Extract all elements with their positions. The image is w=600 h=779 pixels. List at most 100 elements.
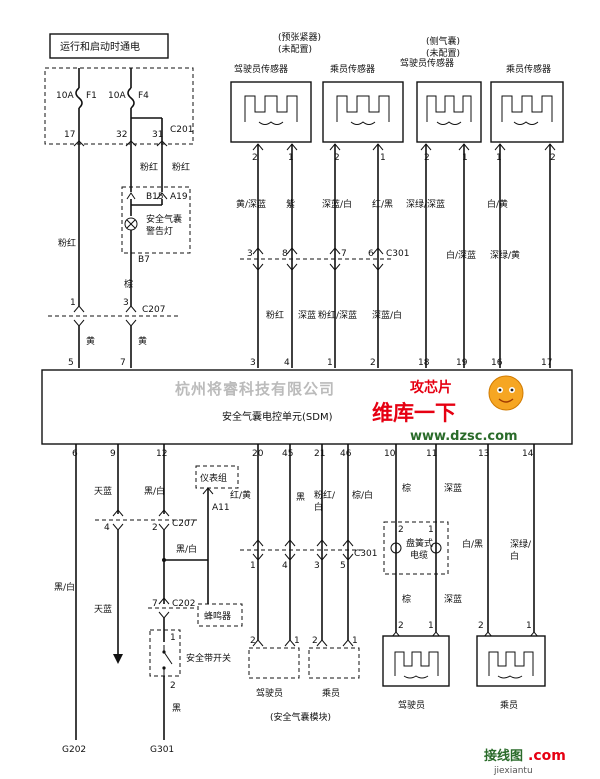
c301-pin-8: 8 (282, 249, 288, 259)
seatbelt-switch-icon (163, 645, 173, 676)
bottom-left-section: 6 9 12 黑/白 G202 天蓝 黑/白 4 2 C207 天蓝 黑/白 仪… (54, 444, 251, 755)
wire-deepgreen-deepblue: 深绿/深蓝 (406, 198, 445, 210)
sdm-pin-7: 7 (120, 358, 126, 368)
footer-logo-text: 接线图 (484, 748, 523, 764)
driver-airbag-label: 驾驶员 (398, 699, 425, 711)
sdm-pin-4: 4 (284, 358, 290, 368)
fuse-f4-amp: 10A (108, 91, 126, 101)
connector-c301-top: C301 (386, 249, 409, 259)
airbag-module-group-label: (安全气囊模块) (270, 711, 331, 723)
wire-brown-white: 棕/白 (352, 489, 373, 501)
passenger-airbag-icon (476, 635, 546, 687)
power-label: 运行和启动时通电 (60, 40, 140, 53)
module-passenger-label: 乘员 (322, 687, 340, 699)
c301-bottom-pin-3: 3 (314, 561, 320, 571)
sdm-pin-16: 16 (491, 358, 503, 368)
pin-17: 17 (64, 130, 75, 140)
driver-airbag-pin-2: 2 (398, 621, 404, 631)
fuse-block (44, 67, 194, 145)
sensor-box-1 (230, 81, 312, 143)
sdm-pin-18: 18 (418, 358, 430, 368)
sensor-section: (预张紧器) (未配置) (侧气囊) (未配置) 驾驶员传感器 乘员传感器 驾驶… (230, 32, 564, 368)
c202-pin-7: 7 (152, 599, 158, 609)
logo-small-text: 攻芯片 (410, 379, 452, 396)
c301-bottom-pin-4: 4 (282, 561, 288, 571)
wire-black-white-left: 黑/白 (54, 581, 75, 593)
c301-bottom-pin-5: 5 (340, 561, 346, 571)
sdm-pin-17: 17 (541, 358, 552, 368)
sdm-pin-14: 14 (522, 449, 534, 459)
wire-pink-deepblue: 粉红/深蓝 (318, 309, 357, 321)
wire-pink-b: 粉红 (140, 161, 158, 173)
driver-airbag-icon (382, 635, 450, 687)
fuse-f4-name: F4 (138, 91, 149, 101)
sdm-pin-3: 3 (250, 358, 256, 368)
s4-pin-2: 2 (550, 153, 556, 163)
wire-deepblue-lower: 深蓝 (298, 309, 316, 321)
sdm-pin-46: 46 (340, 449, 352, 459)
pretensioner-label-1: (预张紧器) (278, 32, 321, 43)
s4-pin-1: 1 (496, 153, 502, 163)
module-driver-label: 驾驶员 (256, 687, 283, 699)
wire-pink-a: 粉红 (58, 237, 76, 249)
connector-c207-top: C207 (142, 305, 165, 315)
switch-pin-2: 2 (170, 681, 176, 691)
wire-deepgreen-white-2: 白 (510, 550, 519, 562)
watermark-company: 杭州将睿科技有限公司 (175, 380, 335, 398)
c207-pin-2: 2 (152, 523, 158, 533)
pretensioner-label-2: (未配置) (278, 43, 312, 55)
logo-main-text: 维库一下 (372, 401, 456, 425)
c301-pin-6: 6 (368, 249, 374, 259)
buzzer-label: 蜂鸣器 (204, 610, 231, 622)
sdm-pin-19: 19 (456, 358, 468, 368)
switch-pin-1: 1 (170, 633, 176, 643)
sdm-pin-12: 12 (156, 449, 167, 459)
sdm-pin-2: 2 (370, 358, 376, 368)
airbag-warning-lamp-box (121, 186, 191, 254)
sdm-pin-5: 5 (68, 358, 74, 368)
side-airbag-label-2: (未配置) (426, 47, 460, 59)
pin-32: 32 (116, 130, 127, 140)
wire-black-white: 黑/白 (144, 485, 165, 497)
clockspring-section: 10 11 13 14 棕 深蓝 白/黑 深绿/ 白 2 1 盘簧式 电缆 棕 … (382, 444, 546, 711)
wire-deepblue-right-lower: 深蓝 (444, 593, 462, 605)
logo-url: www.dzsc.com (410, 429, 518, 444)
footer-watermark: 接线图 .com jiexiantu (484, 748, 566, 776)
passenger-airbag-pin-1: 1 (526, 621, 532, 631)
wire-white-yellow: 白/黄 (487, 198, 508, 210)
s2-pin-1: 1 (380, 153, 386, 163)
s2-pin-2: 2 (334, 153, 340, 163)
clockspring-cable-box (383, 521, 449, 575)
wire-white-deepblue: 白/深蓝 (446, 249, 476, 261)
wire-purple: 紫 (286, 199, 295, 210)
sensor-2-label: 乘员传感器 (330, 63, 375, 75)
lamp-label-2: 警告灯 (146, 225, 173, 237)
sdm-pin-13: 13 (478, 449, 489, 459)
sdm-pin-1: 1 (327, 358, 333, 368)
fuse-f1-symbol (75, 87, 83, 109)
wire-brown-right-lower: 棕 (402, 593, 411, 605)
c301-pin-3: 3 (247, 249, 253, 259)
sdm-pin-21: 21 (314, 449, 325, 459)
sdm-pin-6: 6 (72, 449, 78, 459)
logo-mascot-icon (488, 375, 524, 411)
dzsc-logo: 攻芯片 维库一下 www.dzsc.com (372, 375, 524, 444)
sdm-label: 安全气囊电控单元(SDM) (222, 410, 333, 423)
sensor-box-3 (416, 81, 482, 143)
wire-deepblue-white: 深蓝/白 (322, 198, 352, 210)
clockspring-label-2: 电缆 (410, 549, 428, 561)
fuse-f4-symbol (127, 87, 135, 109)
s1-pin-2: 2 (252, 153, 258, 163)
clockspring-pin-2: 2 (398, 525, 404, 535)
sdm-pin-45: 45 (282, 449, 293, 459)
passenger-airbag-label: 乘员 (500, 699, 518, 711)
driver-airbag-module (248, 647, 300, 679)
connector-c202: C202 (172, 599, 195, 609)
lamp-label-1: 安全气囊 (146, 213, 182, 225)
wire-deepgreen-yellow: 深绿/黄 (490, 249, 520, 261)
connector-c301-bottom: C301 (354, 549, 377, 559)
ground-g301: G301 (150, 745, 174, 755)
buzzer-box (197, 603, 243, 627)
module-passenger-pin-1: 1 (352, 636, 358, 646)
sensor-box-2 (322, 81, 404, 143)
